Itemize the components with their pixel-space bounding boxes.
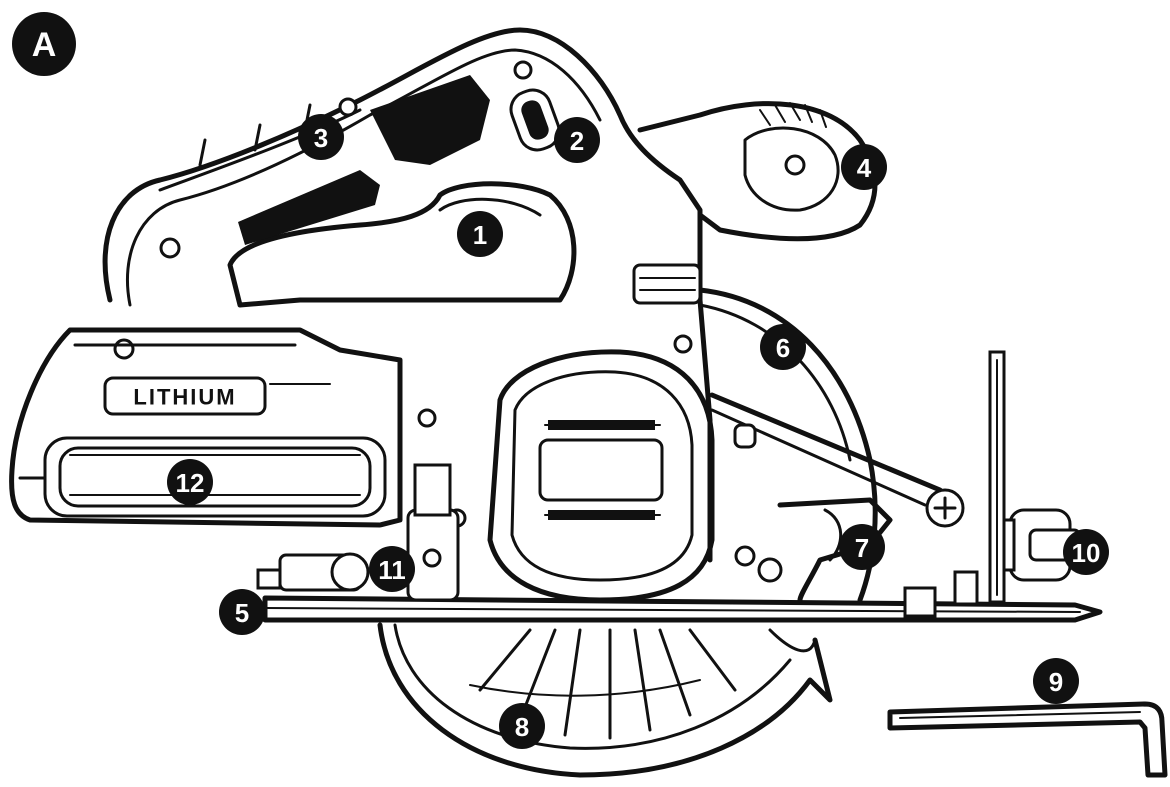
figure-label-text: A [32, 26, 57, 64]
figure-label: A [12, 12, 76, 76]
callout-8: 8 [499, 703, 545, 749]
battery-brand-label: LITHIUM [133, 385, 236, 410]
callout-5-text: 5 [235, 598, 249, 628]
lower-blade-guard [377, 622, 833, 778]
hex-key [887, 701, 1168, 778]
callout-1: 1 [457, 211, 503, 257]
callout-11: 11 [369, 546, 415, 592]
saw-housing [102, 27, 783, 583]
callout-9-text: 9 [1049, 667, 1063, 697]
callout-3-text: 3 [314, 123, 328, 153]
callout-2: 2 [554, 117, 600, 163]
rip-fence [988, 350, 1082, 604]
callout-3: 3 [298, 114, 344, 160]
callout-11-text: 11 [378, 555, 406, 585]
callout-1-text: 1 [473, 220, 487, 250]
callout-6-text: 6 [776, 333, 790, 363]
callout-12-text: 12 [176, 468, 205, 498]
callout-10-text: 10 [1072, 538, 1101, 568]
callout-5: 5 [219, 589, 265, 635]
callout-8-text: 8 [515, 712, 529, 742]
battery-pack: LITHIUM [9, 327, 403, 528]
base-plate [256, 552, 1103, 623]
auxiliary-handle [637, 101, 878, 242]
callout-12: 12 [167, 459, 213, 505]
motor-housing [487, 349, 965, 603]
callout-6: 6 [760, 324, 806, 370]
callout-7-text: 7 [855, 533, 869, 563]
callout-9: 9 [1033, 658, 1079, 704]
callout-4: 4 [841, 144, 887, 190]
bevel-adjustment-knob [406, 463, 460, 602]
callout-4-text: 4 [857, 153, 872, 183]
callout-2-text: 2 [570, 126, 584, 156]
callout-7: 7 [839, 524, 885, 570]
callout-10: 10 [1063, 529, 1109, 575]
